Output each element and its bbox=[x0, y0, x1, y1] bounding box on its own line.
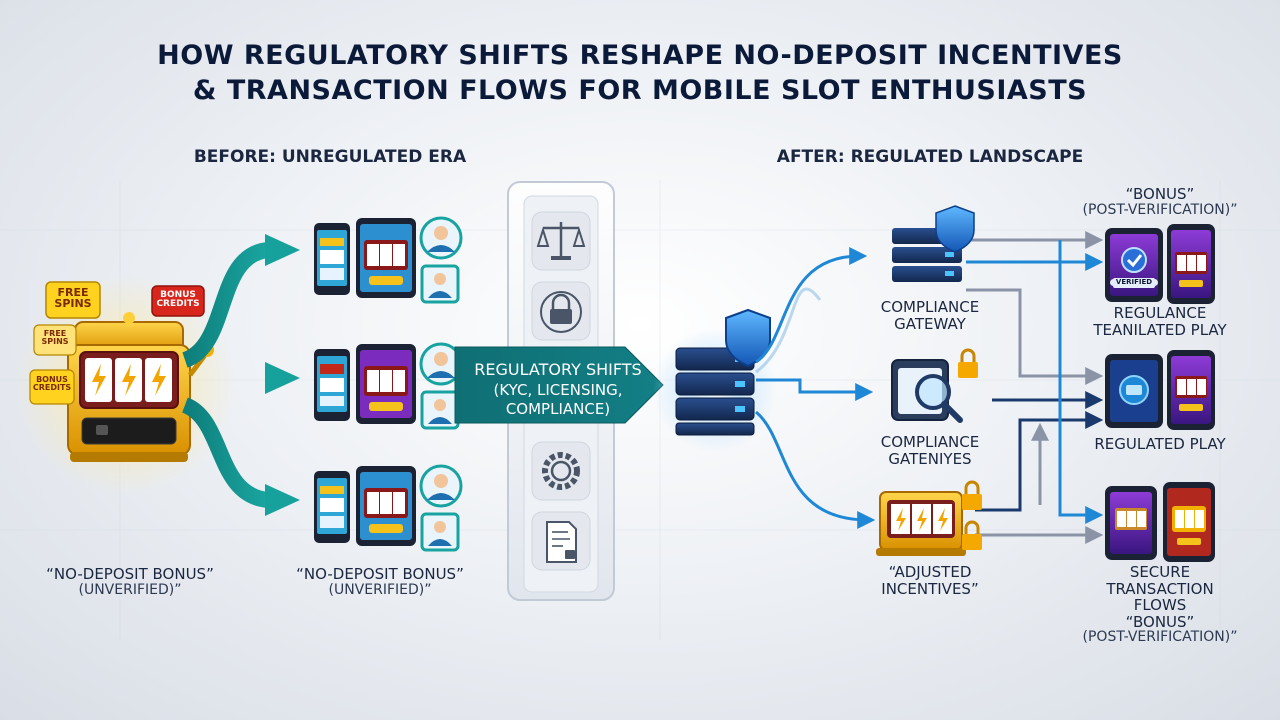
scales-icon bbox=[531, 211, 591, 271]
tag-bonus-credits-2: BONUS CREDITS bbox=[32, 375, 72, 392]
outcome-device-3 bbox=[1105, 482, 1215, 562]
lock-icon bbox=[531, 281, 591, 341]
compliance-gateway-label: COMPLIANCE GATEWAY bbox=[845, 299, 1015, 332]
verified-badge: VERIFIED bbox=[1110, 279, 1158, 286]
bonus-top-sub: (POST-VERIFICATION)” bbox=[1082, 201, 1238, 218]
compliance-gateniyes-label: COMPLIANCE GATENIYES bbox=[845, 434, 1015, 467]
before-heading: BEFORE: UNREGULATED ERA bbox=[193, 147, 467, 167]
document-icon bbox=[531, 511, 591, 571]
regulatory-shifts-arrow bbox=[454, 346, 664, 424]
adjusted-incentives-line-2: INCENTIVES” bbox=[881, 579, 979, 598]
compliance-gateniyes-line-1: COMPLIANCE bbox=[880, 433, 980, 451]
tag-free-spins-2: FREE SPINS bbox=[41, 329, 69, 346]
no-deposit-label-2-sub: (UNVERIFIED)” bbox=[328, 581, 432, 598]
regulatory-shifts-label: REGULATORY SHIFTS (KYC, LICENSING, COMPL… bbox=[458, 360, 658, 420]
adjusted-incentives-slot-icon bbox=[876, 480, 982, 556]
regulatory-shifts-line-1: REGULATORY SHIFTS bbox=[474, 360, 642, 379]
outcome-3-line-5: (POST-VERIFICATION)” bbox=[1082, 629, 1238, 645]
no-deposit-label-2: “NO-DEPOSIT BONUS” (UNVERIFIED)” bbox=[265, 566, 495, 598]
title-line-1: HOW REGULATORY SHIFTS RESHAPE NO-DEPOSIT… bbox=[157, 40, 1123, 71]
outcome-device-2 bbox=[1105, 350, 1215, 430]
before-branch-arrows bbox=[181, 234, 300, 516]
regulatory-shifts-line-3: COMPLIANCE) bbox=[505, 400, 611, 419]
page-title: HOW REGULATORY SHIFTS RESHAPE NO-DEPOSIT… bbox=[40, 38, 1240, 108]
device-group-1 bbox=[314, 216, 463, 304]
gear-icon bbox=[531, 441, 591, 501]
bonus-tags bbox=[29, 281, 205, 405]
bonus-top-main: “BONUS” bbox=[1125, 185, 1195, 203]
compliance-gateway-line-2: GATEWAY bbox=[894, 314, 966, 333]
compliance-gateniyes-line-2: GATENIYES bbox=[888, 449, 972, 468]
magnifier-icon bbox=[891, 348, 978, 423]
outcome-1-line-2: TEANILATED PLAY bbox=[1093, 320, 1227, 339]
shield-icon bbox=[725, 308, 771, 368]
outcome-3-line-3: FLOWS bbox=[1133, 596, 1187, 614]
outcome-3-line-2: TRANSACTION bbox=[1106, 579, 1214, 598]
outcome-3-line-1: SECURE bbox=[1129, 563, 1191, 581]
no-deposit-label-1-main: “NO-DEPOSIT BONUS” bbox=[46, 565, 214, 583]
outcome-3-label: SECURE TRANSACTION FLOWS “BONUS” (POST-V… bbox=[1055, 564, 1265, 645]
tag-bonus-credits-1: BONUS CREDITS bbox=[156, 290, 200, 309]
adjusted-incentives-label: “ADJUSTED INCENTIVES” bbox=[845, 564, 1015, 597]
outcome-1-line-1: REGULANCE bbox=[1113, 304, 1207, 322]
compliance-gateway-icon bbox=[892, 205, 975, 282]
tag-free-spins-1: FREE SPINS bbox=[54, 286, 92, 310]
regulatory-shifts-line-2: (KYC, LICENSING, bbox=[493, 380, 623, 399]
outcome-device-1 bbox=[1105, 224, 1215, 304]
device-group-3 bbox=[314, 464, 463, 552]
compliance-gateway-line-1: COMPLIANCE bbox=[880, 298, 980, 316]
outcome-2-label: REGULATED PLAY bbox=[1094, 435, 1226, 453]
device-group-2 bbox=[314, 342, 463, 430]
bonus-post-verification-top: “BONUS” (POST-VERIFICATION)” bbox=[1055, 186, 1265, 218]
after-heading: AFTER: REGULATED LANDSCAPE bbox=[776, 147, 1084, 167]
outcome-1-label: REGULANCE TEANILATED PLAY bbox=[1060, 305, 1260, 338]
outcome-3-line-4: “BONUS” bbox=[1125, 612, 1195, 631]
no-deposit-label-1: “NO-DEPOSIT BONUS” (UNVERIFIED)” bbox=[20, 566, 240, 598]
title-line-2: & TRANSACTION FLOWS FOR MOBILE SLOT ENTH… bbox=[192, 75, 1088, 107]
adjusted-incentives-line-1: “ADJUSTED bbox=[888, 563, 972, 581]
no-deposit-label-1-sub: (UNVERIFIED)” bbox=[78, 581, 182, 598]
no-deposit-label-2-main: “NO-DEPOSIT BONUS” bbox=[296, 565, 464, 583]
after-flow-arrows bbox=[755, 231, 1104, 544]
